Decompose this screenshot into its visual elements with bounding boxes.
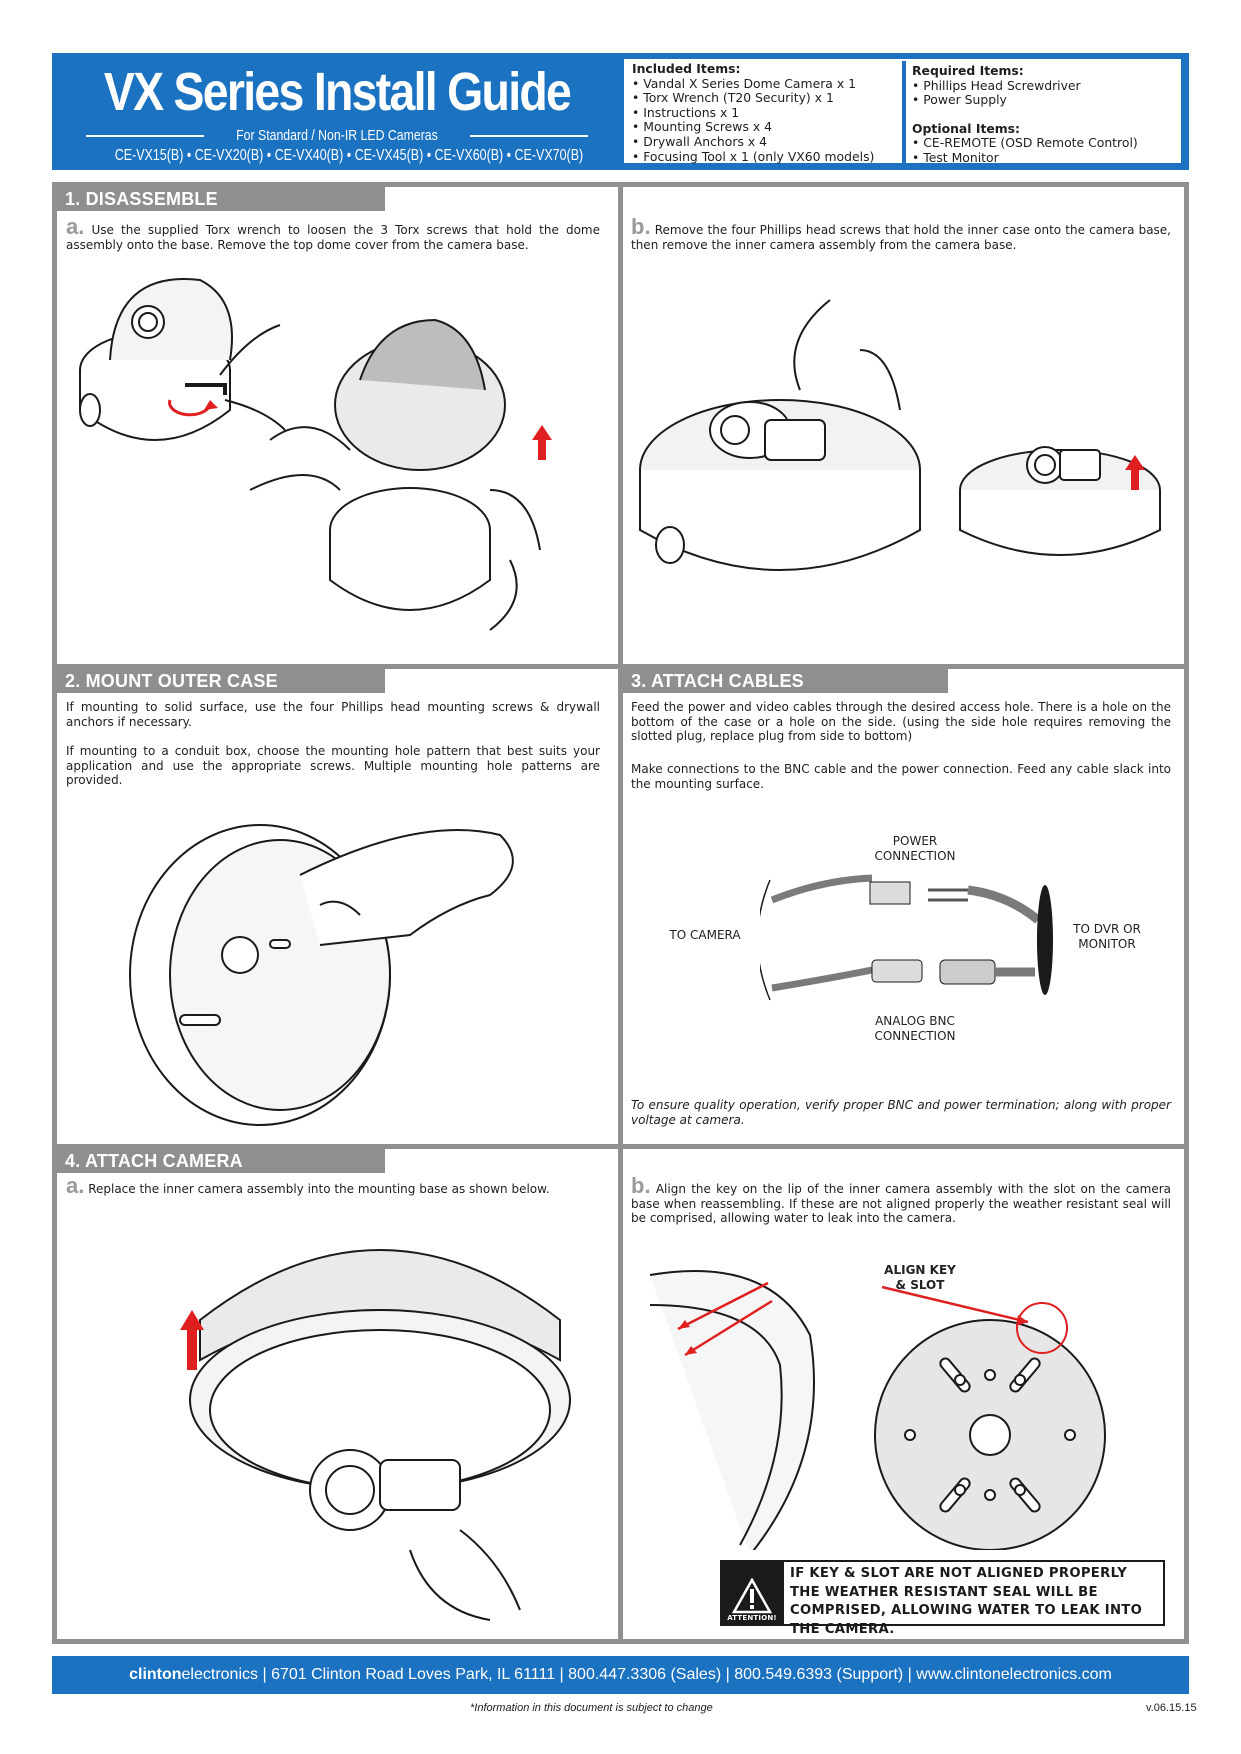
align-key-slot-label: ALIGN KEY & SLOT [884,1263,956,1292]
attention-badge: ATTENTION! [727,1614,777,1622]
version-number: v.06.15.15 [1146,1702,1197,1714]
divider [86,134,205,137]
warning-text: IF KEY & SLOT ARE NOT ALIGNED PROPERLY T… [784,1562,1163,1637]
mount-paragraph-2: If mounting to a conduit box, choose the… [66,744,600,787]
section-heading-cables: 3. ATTACH CABLES [623,669,948,693]
step-letter: b. [631,214,651,239]
header-banner: VX Series Install Guide For Standard / N… [52,53,1189,170]
inner-assembly-removal-illustration [639,299,1161,571]
row-divider [52,664,1189,669]
brand-light: electronics [181,1666,259,1683]
step-letter: a. [66,1173,85,1198]
required-optional-items: Required Items: Phillips Head Screwdrive… [902,61,1146,166]
power-connection-label: POWER CONNECTION [874,834,956,863]
included-heading: Included Items: [632,61,741,76]
divider [469,134,588,137]
row-divider [52,1144,1189,1149]
list-item: Drywall Anchors x 4 [632,134,894,150]
step-letter: a. [66,214,85,239]
page-title: VX Series Install Guide [103,62,572,122]
title-block: VX Series Install Guide For Standard / N… [52,53,622,170]
list-item: Mounting Screws x 4 [632,120,894,135]
to-dvr-label: TO DVR OR MONITOR [1073,922,1141,951]
cables-paragraph-1: Feed the power and video cables through … [631,700,1171,743]
section-heading-disassemble: 1. DISASSEMBLE [57,187,385,211]
subtitle: For Standard / Non-IR LED Cameras [236,127,438,144]
list-item: Focusing Tool x 1 (only VX60 models) [632,149,894,165]
items-box: Included Items: Vandal X Series Dome Cam… [624,59,1181,166]
contact-info: | 6701 Clinton Road Loves Park, IL 61111… [258,1666,1112,1683]
list-item: CE-REMOTE (OSD Remote Control) [912,136,1137,151]
brand-bold: clinton [129,1666,182,1683]
to-camera-label: TO CAMERA [669,928,741,942]
list-item: Instructions x 1 [632,105,894,121]
list-item: Vandal X Series Dome Camera x 1 [632,76,894,92]
section-heading-mount: 2. MOUNT OUTER CASE [57,669,385,693]
cables-paragraph-2: Make connections to the BNC cable and th… [631,762,1171,791]
model-list: CE-VX15(B) • CE-VX20(B) • CE-VX40(B) • C… [114,147,584,164]
subtitle-row: For Standard / Non-IR LED Cameras [52,127,622,144]
bnc-connection-label: ANALOG BNC CONNECTION [874,1014,956,1043]
step-1a-text: a. Use the supplied Torx wrench to loose… [66,214,600,252]
step-1b-text: b. Remove the four Phillips head screws … [631,214,1171,252]
section-heading-attach: 4. ATTACH CAMERA [57,1149,385,1173]
list-item: Phillips Head Screwdriver [912,78,1138,94]
mount-paragraph-1: If mounting to solid surface, use the fo… [66,700,600,729]
list-item: Test Monitor [912,150,1138,166]
list-item: Power Supply [912,93,1138,108]
camera-reinstall-illustration [180,1249,571,1621]
step-letter: b. [631,1173,651,1198]
step-4b-text: b. Align the key on the lip of the inner… [631,1173,1171,1226]
warning-icon: ATTENTION! [720,1560,784,1624]
outer-case-mounting-illustration [129,824,514,1126]
disclaimer: *Information in this document is subject… [470,1702,713,1714]
dome-removal-illustration [79,278,552,631]
cable-connection-diagram [760,874,1053,1001]
warning-triangle-icon [732,1578,772,1614]
list-item: Torx Wrench (T20 Security) x 1 [632,91,894,106]
column-divider [618,182,623,1644]
key-slot-alignment-illustration [650,1270,1106,1550]
step-4a-text: a. Replace the inner camera assembly int… [66,1173,550,1198]
cables-note: To ensure quality operation, verify prop… [631,1098,1171,1127]
optional-heading: Optional Items: [912,120,1021,136]
included-items: Included Items: Vandal X Series Dome Cam… [624,59,902,163]
required-heading: Required Items: [912,63,1024,78]
attention-warning: ATTENTION! IF KEY & SLOT ARE NOT ALIGNED… [720,1560,1165,1637]
